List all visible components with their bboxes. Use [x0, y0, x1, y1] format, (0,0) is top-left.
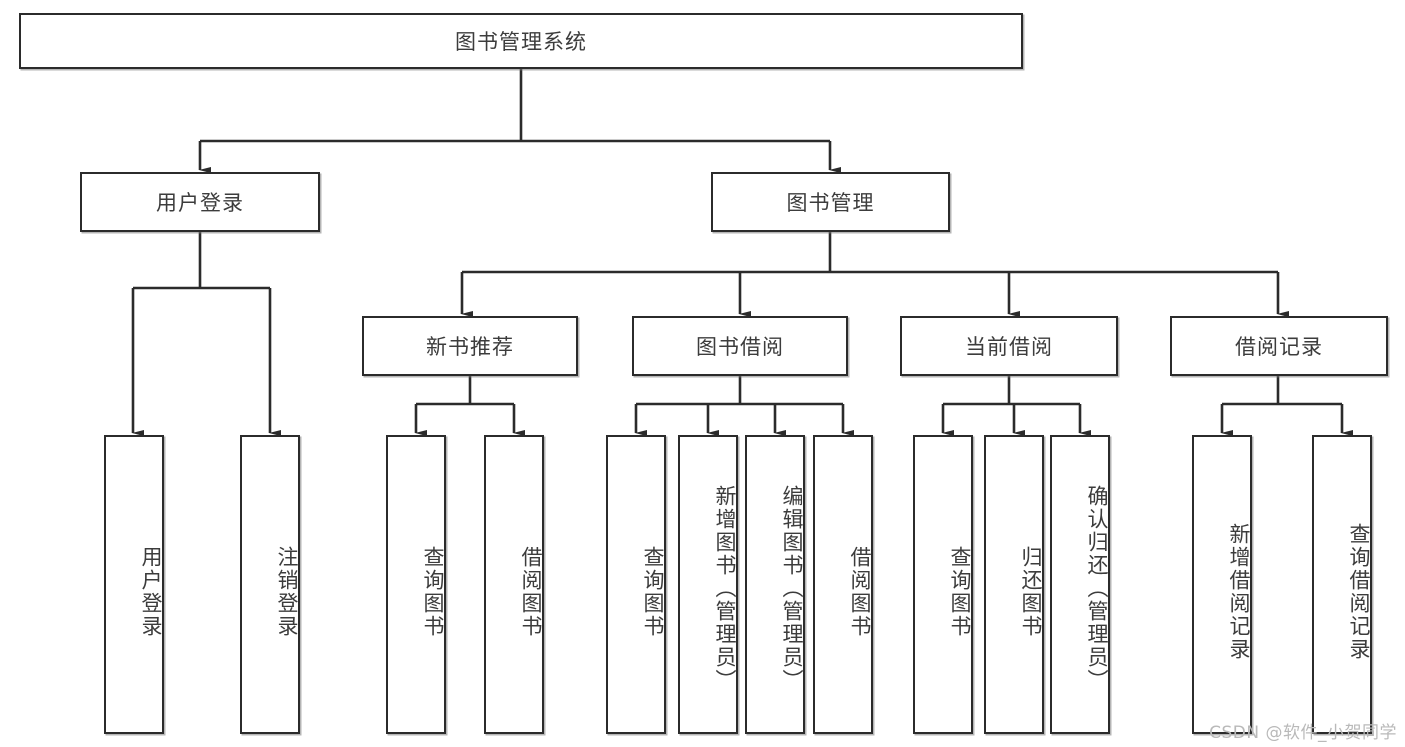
node-new-book-recommend-label: 新书推荐	[426, 335, 514, 359]
leaf-edit-book-admin-label: 编辑图书（管理员）	[780, 485, 804, 692]
leaf-add-book-admin[interactable]: 新增图书（管理员）	[678, 435, 738, 734]
node-book-management[interactable]: 图书管理	[711, 172, 950, 232]
leaf-query-books-current[interactable]: 查询图书	[913, 435, 973, 734]
leaf-borrow-books-borrow-label: 借阅图书	[848, 545, 872, 638]
leaf-logout-label: 注销登录	[275, 545, 299, 638]
leaf-add-borrow-record[interactable]: 新增借阅记录	[1192, 435, 1252, 734]
leaf-user-login[interactable]: 用户登录	[104, 435, 164, 734]
leaf-logout[interactable]: 注销登录	[240, 435, 300, 734]
node-current-borrow-label: 当前借阅	[965, 335, 1053, 359]
node-book-management-label: 图书管理	[786, 191, 875, 215]
leaf-confirm-return-admin[interactable]: 确认归还（管理员）	[1050, 435, 1110, 734]
node-new-book-recommend[interactable]: 新书推荐	[362, 316, 578, 376]
leaf-query-books-recommend-label: 查询图书	[421, 545, 445, 638]
leaf-query-books-current-label: 查询图书	[948, 545, 972, 638]
node-user-login[interactable]: 用户登录	[80, 172, 320, 232]
node-root-label: 图书管理系统	[455, 30, 587, 54]
leaf-confirm-return-admin-label: 确认归还（管理员）	[1085, 485, 1109, 692]
leaf-query-borrow-record-label: 查询借阅记录	[1347, 522, 1371, 661]
leaf-query-books-borrow[interactable]: 查询图书	[606, 435, 666, 734]
leaf-return-books-label: 归还图书	[1019, 545, 1043, 638]
leaf-add-borrow-record-label: 新增借阅记录	[1227, 522, 1251, 661]
leaf-query-books-recommend[interactable]: 查询图书	[386, 435, 446, 734]
leaf-borrow-books-borrow[interactable]: 借阅图书	[813, 435, 873, 734]
node-borrow-record[interactable]: 借阅记录	[1170, 316, 1388, 376]
leaf-edit-book-admin[interactable]: 编辑图书（管理员）	[745, 435, 805, 734]
leaf-query-books-borrow-label: 查询图书	[641, 545, 665, 638]
leaf-return-books[interactable]: 归还图书	[984, 435, 1044, 734]
node-current-borrow[interactable]: 当前借阅	[900, 316, 1118, 376]
leaf-query-borrow-record[interactable]: 查询借阅记录	[1312, 435, 1372, 734]
node-borrow-record-label: 借阅记录	[1235, 335, 1323, 359]
leaf-add-book-admin-label: 新增图书（管理员）	[713, 485, 737, 692]
leaf-user-login-label: 用户登录	[139, 545, 163, 638]
node-user-login-label: 用户登录	[156, 191, 244, 215]
node-root[interactable]: 图书管理系统	[19, 13, 1023, 69]
leaf-borrow-books-recommend-label: 借阅图书	[519, 545, 543, 638]
node-book-borrow[interactable]: 图书借阅	[632, 316, 848, 376]
csdn-watermark: CSDN @软件_小贺同学	[1209, 723, 1397, 743]
node-book-borrow-label: 图书借阅	[696, 335, 784, 359]
leaf-borrow-books-recommend[interactable]: 借阅图书	[484, 435, 544, 734]
